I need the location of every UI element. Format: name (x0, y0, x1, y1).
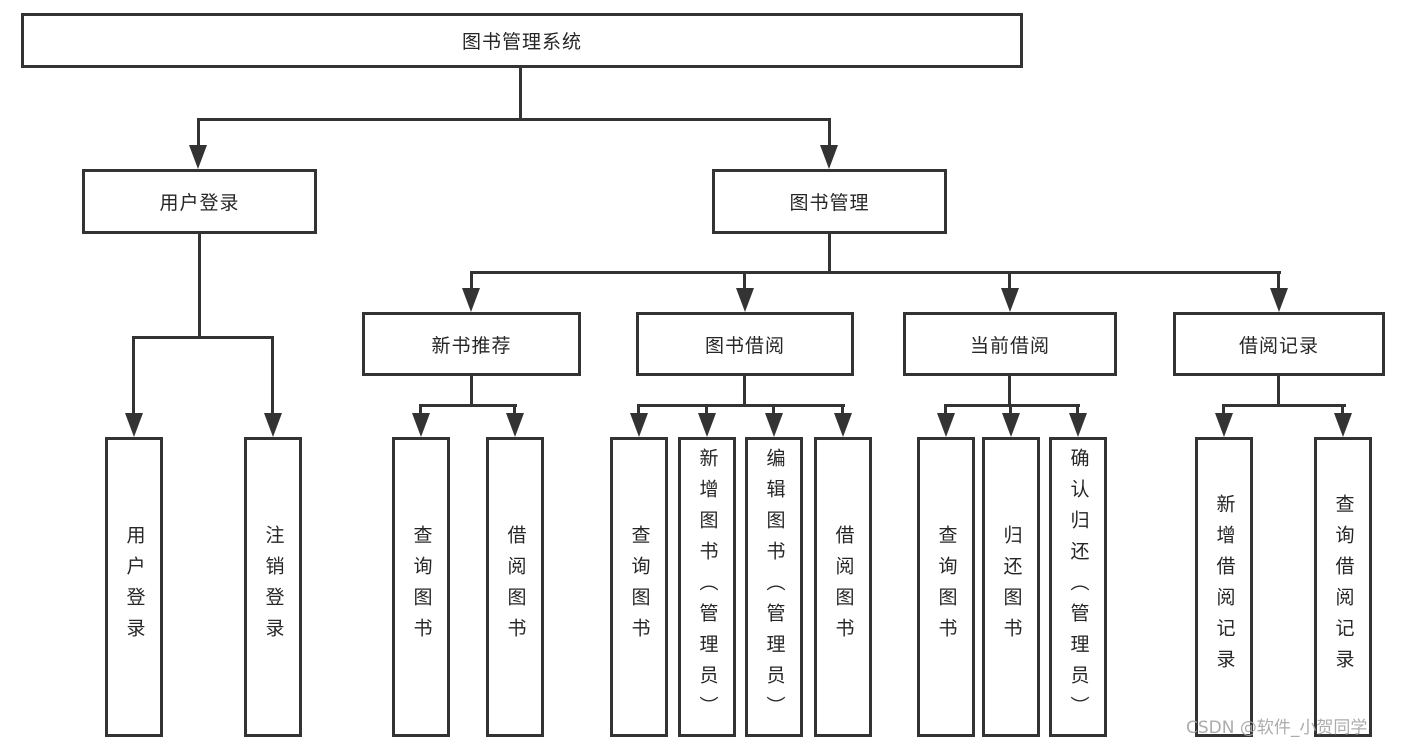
node-borrowing-records: 借阅记录 (1173, 312, 1385, 376)
connector-line (1222, 404, 1225, 418)
connector-line (1008, 376, 1011, 407)
node-label: 查询借阅记录 (1332, 494, 1355, 680)
connector-line (828, 234, 831, 274)
connector-arrowhead (125, 413, 143, 437)
connector-arrowhead (1215, 413, 1233, 437)
connector-line (1341, 404, 1344, 418)
connector-line (470, 271, 473, 292)
connector-line (1222, 404, 1346, 407)
node-label: 图书管理 (789, 192, 870, 214)
node-library-management-system: 图书管理系统 (21, 13, 1023, 68)
leaf-add-books-admin: 新增图书（管理员） (678, 437, 736, 737)
connector-arrowhead (736, 288, 754, 312)
connector-line (705, 404, 708, 418)
leaf-query-books-borrowing: 查询图书 (610, 437, 668, 737)
connector-arrowhead (1002, 413, 1020, 437)
leaf-add-borrow-record: 新增借阅记录 (1195, 437, 1253, 737)
connector-line (1008, 271, 1011, 292)
connector-line (944, 404, 947, 418)
connector-line (828, 118, 831, 150)
node-label: 借阅图书 (504, 525, 527, 649)
connector-line (470, 376, 473, 407)
connector-line (513, 404, 516, 418)
connector-arrowhead (630, 413, 648, 437)
connector-line (198, 234, 201, 339)
node-label: 注销登录 (262, 525, 285, 649)
connector-arrowhead (412, 413, 430, 437)
connector-line (470, 271, 1281, 274)
connector-line (271, 336, 274, 418)
leaf-return-books: 归还图书 (982, 437, 1040, 737)
connector-arrowhead (820, 145, 838, 169)
connector-arrowhead (698, 413, 716, 437)
connector-line (419, 404, 422, 418)
node-label: 查询图书 (628, 525, 651, 649)
connector-arrowhead (937, 413, 955, 437)
node-label: 借阅记录 (1238, 334, 1319, 357)
node-label: 当前借阅 (969, 334, 1050, 357)
node-label: 查询图书 (935, 525, 958, 649)
connector-line (637, 404, 640, 418)
watermark: CSDN @软件_小贺同学 (1186, 718, 1368, 738)
connector-line (1076, 404, 1079, 418)
node-label: 新增借阅记录 (1213, 494, 1236, 680)
node-label: 确认归还（管理员） (1067, 447, 1090, 727)
connector-line (1277, 271, 1280, 292)
node-label: 图书管理系统 (461, 31, 582, 53)
connector-arrowhead (1001, 288, 1019, 312)
node-label: 查询图书 (410, 525, 433, 649)
connector-arrowhead (462, 288, 480, 312)
connector-arrowhead (189, 145, 207, 169)
connector-line (944, 404, 1080, 407)
node-new-book-recommendation: 新书推荐 (362, 312, 581, 376)
connector-line (743, 376, 746, 407)
connector-line (197, 118, 200, 150)
leaf-query-books-current: 查询图书 (917, 437, 975, 737)
leaf-edit-books-admin: 编辑图书（管理员） (745, 437, 803, 737)
connector-line (419, 404, 517, 407)
connector-arrowhead (1069, 413, 1087, 437)
node-label: 编辑图书（管理员） (763, 447, 786, 727)
connector-line (132, 336, 274, 339)
leaf-query-books-recommend: 查询图书 (392, 437, 450, 737)
node-label: 用户登录 (159, 192, 240, 214)
connector-arrowhead (1270, 288, 1288, 312)
node-current-borrowing: 当前借阅 (903, 312, 1117, 376)
connector-line (743, 271, 746, 292)
connector-line (519, 68, 522, 121)
node-user-login: 用户登录 (82, 169, 317, 234)
leaf-borrow-books-recommend: 借阅图书 (486, 437, 544, 737)
connector-arrowhead (1334, 413, 1352, 437)
connector-line (841, 404, 844, 418)
leaf-borrow-books-borrowing: 借阅图书 (814, 437, 872, 737)
connector-arrowhead (264, 413, 282, 437)
node-book-management: 图书管理 (712, 169, 947, 234)
connector-arrowhead (834, 413, 852, 437)
connector-line (637, 404, 845, 407)
leaf-logout-login: 注销登录 (244, 437, 302, 737)
node-label: 新书推荐 (431, 334, 512, 357)
node-label: 新增图书（管理员） (696, 447, 719, 727)
leaf-confirm-return-admin: 确认归还（管理员） (1049, 437, 1107, 737)
node-book-borrowing: 图书借阅 (636, 312, 854, 376)
node-label: 图书借阅 (704, 334, 785, 357)
connector-line (1009, 404, 1012, 418)
connector-arrowhead (765, 413, 783, 437)
connector-line (132, 336, 135, 418)
node-label: 用户登录 (123, 525, 146, 649)
connector-line (197, 118, 831, 121)
connector-line (1277, 376, 1280, 407)
connector-line (772, 404, 775, 418)
node-label: 借阅图书 (832, 525, 855, 649)
leaf-user-login: 用户登录 (105, 437, 163, 737)
node-label: 归还图书 (1000, 525, 1023, 649)
leaf-query-borrow-record: 查询借阅记录 (1314, 437, 1372, 737)
connector-arrowhead (506, 413, 524, 437)
